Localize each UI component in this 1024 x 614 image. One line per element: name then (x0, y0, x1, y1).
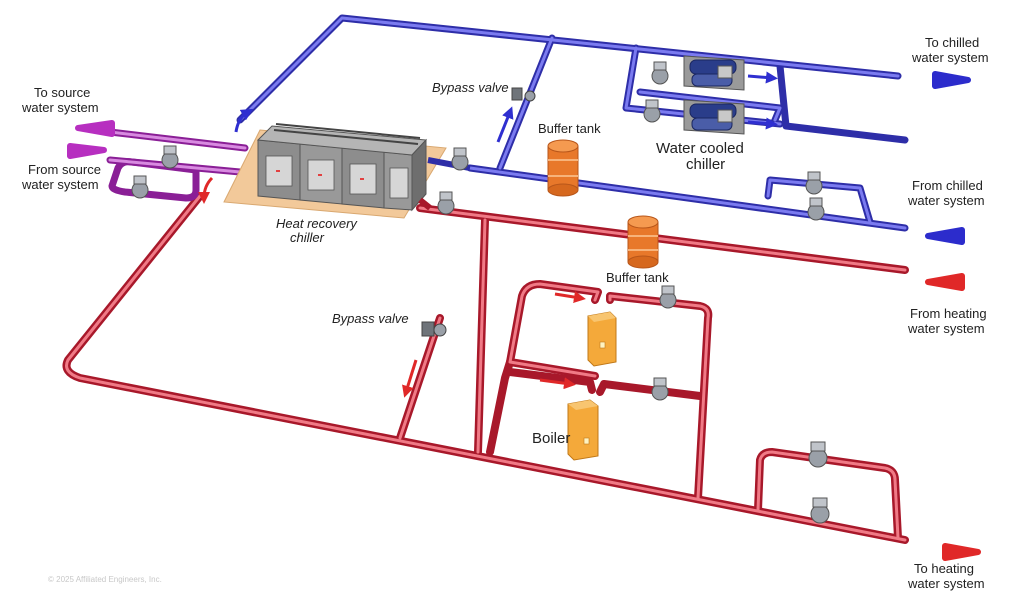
buffer-tank-heating (627, 215, 659, 269)
pump-icon (651, 61, 669, 85)
pump-icon (805, 171, 823, 195)
chiller-outlet-arrow-bottom (747, 117, 778, 130)
buffer-tank-chilled (547, 139, 579, 197)
pump-icon (451, 147, 469, 171)
from-source-arrow (67, 143, 107, 159)
water-cooled-chiller-lower (683, 99, 745, 135)
heating-return-arrow (198, 176, 214, 204)
boiler-inlet-arrow-bottom (539, 377, 576, 390)
pump-icon (807, 197, 825, 221)
bypass-valve-bottom-label: Bypass valve (332, 311, 409, 326)
water-cooled-chillers (683, 55, 745, 135)
buffer-tank-bottom-label: Buffer tank (606, 270, 669, 285)
chilled-supply-arrow (234, 108, 254, 133)
source-water-piping (106, 128, 249, 202)
flow-arrows (67, 71, 981, 561)
buffer-tank-top-label: Buffer tank (538, 121, 601, 136)
boiler-label: Boiler (532, 430, 570, 447)
to-source-arrow (75, 120, 115, 137)
pump-icon (161, 145, 179, 169)
pump-icon (651, 377, 669, 401)
pump-icon (810, 497, 830, 524)
pump-icon (131, 175, 149, 199)
chiller-outlet-arrow-top (747, 71, 778, 84)
to-chilled-arrow (932, 71, 971, 89)
chiller-modules (256, 123, 428, 212)
pump-icon (437, 191, 455, 215)
bypass-valve-icon (421, 321, 447, 337)
bypass-valves (421, 87, 536, 337)
boiler-inlet-arrow-top (554, 291, 586, 303)
bypass-bottom-arrow (402, 359, 418, 398)
copyright-notice: © 2025 Affiliated Engineers, Inc. (48, 575, 162, 584)
pump-icon (643, 99, 661, 123)
from-heating-arrow (925, 273, 965, 291)
pump-icon (808, 441, 828, 468)
heating-water-piping (62, 192, 909, 544)
bypass-valve-top-label: Bypass valve (432, 80, 509, 95)
heat-recovery-chiller (223, 123, 471, 219)
pump-icon (659, 285, 677, 309)
to-heating-arrow (942, 543, 981, 561)
bypass-top-arrow (496, 106, 514, 143)
pumps (131, 61, 830, 524)
boiler-upper (587, 311, 617, 367)
water-cooled-chiller-upper (683, 55, 745, 91)
bypass-valve-icon (511, 87, 536, 102)
boiler-lower (567, 399, 599, 461)
from-chilled-arrow (925, 227, 965, 245)
